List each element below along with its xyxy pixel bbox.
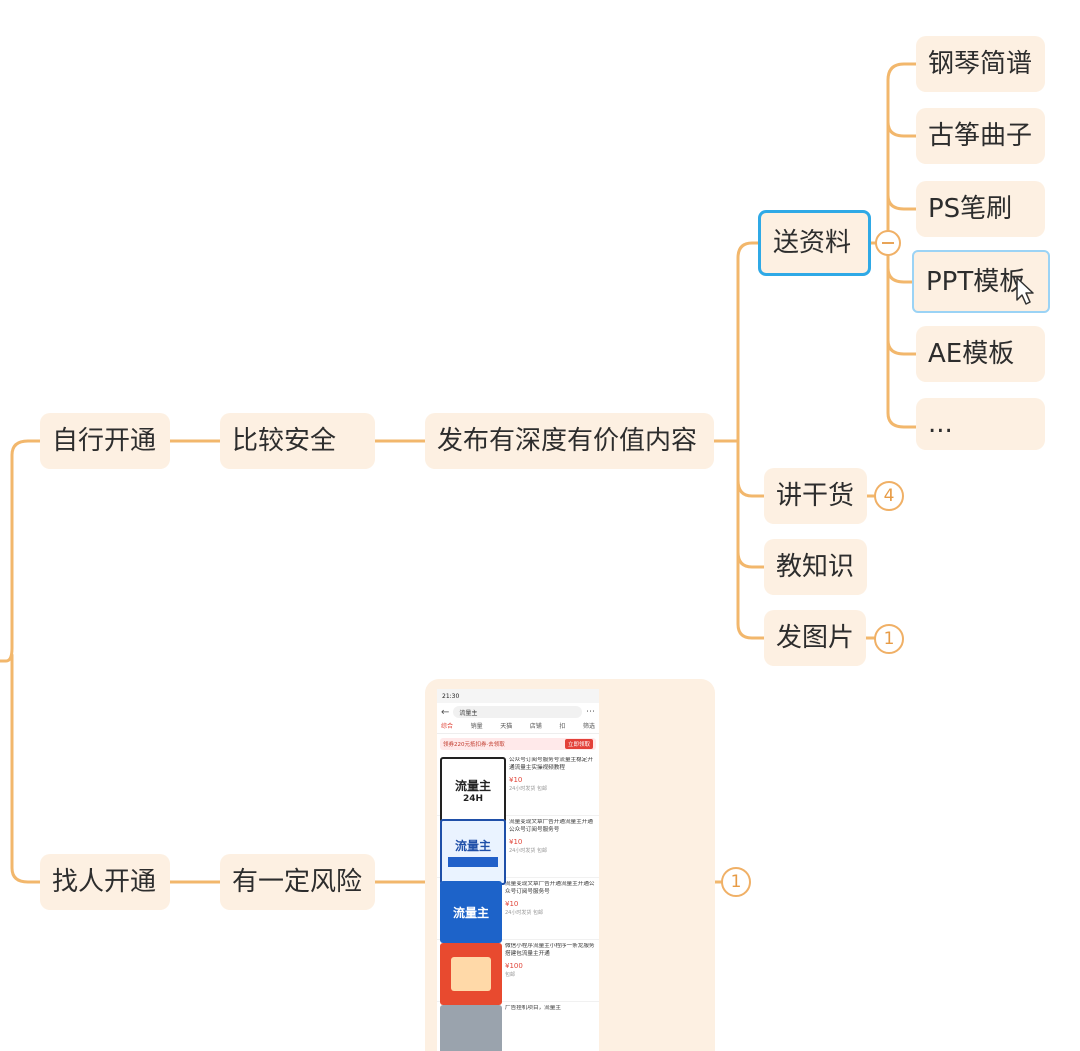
connector-to-ae: [886, 338, 918, 356]
node-piano[interactable]: 钢琴简谱: [916, 36, 1045, 92]
phone-promo-text: 领券220元抵扣券·去领取: [443, 742, 505, 748]
product-info: 公众号订阅号服务号流量主稳定开通流量主实操视频教程 ¥10 24小时发货 包邮: [509, 757, 596, 812]
node-more[interactable]: ...: [916, 398, 1045, 450]
product-thumbnail: 流量主: [440, 819, 506, 885]
connector-root-down: [10, 653, 42, 884]
product-price: ¥10: [509, 776, 523, 785]
node-image-card[interactable]: 21:30 ← 流量主 ⋯ 综合 销量 天猫 店铺 扣 筛选 领券220元抵扣券…: [425, 679, 715, 1051]
product-sub: 24小时发货 包邮: [505, 909, 543, 916]
phone-tab: 综合: [441, 723, 454, 730]
node-dry-goods[interactable]: 讲干货: [764, 468, 867, 524]
phone-tab: 天猫: [500, 723, 513, 730]
node-find-people[interactable]: 找人开通: [40, 854, 170, 910]
connector-resources-vertical: [886, 62, 918, 429]
node-risky[interactable]: 有一定风险: [220, 854, 375, 910]
phone-status-time: 21:30: [442, 692, 460, 700]
product-title: 流量变现文章广告开通流量主开通公众号订阅号服务号: [509, 819, 593, 833]
product-info: 流量变现文章广告开通流量主开通公众号订阅号服务号 ¥10 24小时发货 包邮: [505, 881, 596, 936]
phone-tab: 筛选: [582, 723, 595, 730]
thumbnail-decor: [451, 957, 491, 991]
product-thumbnail: 流量主 24H: [440, 757, 506, 823]
phone-tab: 销量: [470, 723, 483, 730]
node-ps-brush[interactable]: PS笔刷: [916, 181, 1045, 237]
connector-to-ps: [886, 193, 918, 211]
connector-publish-vertical: [736, 241, 766, 640]
thumbnail-decor: [448, 857, 498, 867]
node-safer[interactable]: 比较安全: [220, 413, 375, 469]
node-publish[interactable]: 发布有深度有价值内容: [425, 413, 714, 469]
node-self-open[interactable]: 自行开通: [40, 413, 170, 469]
product-info: 广告挂机项目，流量主: [505, 1005, 596, 1051]
thumbnail-label: 流量主: [454, 839, 491, 853]
phone-list-item: 广告挂机项目，流量主: [437, 1002, 599, 1051]
count-badge-post-images[interactable]: 1: [874, 624, 904, 654]
thumbnail-label: 流量主: [454, 778, 491, 793]
count-badge-dry-goods[interactable]: 4: [874, 481, 904, 511]
product-price: ¥10: [505, 900, 519, 909]
product-sub: 24小时发货 包邮: [509, 847, 547, 854]
product-thumbnail: [440, 943, 502, 1005]
product-title: 广告挂机项目，流量主: [505, 1005, 561, 1011]
phone-tab: 店铺: [529, 723, 542, 730]
phone-list-item: 流量主 流量变现文章广告开通流量主开通公众号订阅号服务号 ¥10 24小时发货 …: [437, 878, 599, 943]
connector-to-guzheng: [886, 120, 918, 138]
product-thumbnail: [440, 1005, 502, 1051]
mouse-pointer-icon: [1016, 277, 1034, 305]
collapse-button[interactable]: [875, 230, 901, 256]
connector-to-dry-goods: [736, 478, 766, 498]
phone-promo-button: 立即领取: [564, 739, 593, 749]
node-give-resources[interactable]: 送资料: [758, 210, 871, 276]
connector-root: [0, 439, 42, 663]
node-guzheng[interactable]: 古筝曲子: [916, 108, 1045, 164]
phone-status-bar: 21:30: [437, 689, 599, 703]
product-title: 微信小程序流量主小程序一条龙服务搭建包流量主开通: [505, 943, 595, 957]
phone-search-bar: ← 流量主 ⋯: [437, 703, 599, 721]
product-price: ¥10: [509, 838, 523, 847]
count-badge-image[interactable]: 1: [721, 867, 751, 897]
node-post-images[interactable]: 发图片: [764, 610, 866, 666]
product-sub: 包邮: [505, 971, 516, 978]
product-info: 微信小程序流量主小程序一条龙服务搭建包流量主开通 ¥100 包邮: [505, 943, 596, 998]
product-sub: 24小时发货 包邮: [509, 785, 547, 792]
thumbnail-label: 流量主: [452, 905, 489, 920]
phone-search-box: 流量主: [453, 706, 582, 718]
product-thumbnail: 流量主: [440, 881, 502, 943]
connector-to-ppt: [886, 266, 914, 284]
thumbnail-decor: 24H: [462, 793, 484, 804]
product-info: 流量变现文章广告开通流量主开通公众号订阅号服务号 ¥10 24小时发货 包邮: [509, 819, 596, 874]
connector-to-teach: [736, 550, 766, 569]
more-icon: ⋯: [586, 707, 595, 717]
phone-list-item: 流量主 24H 公众号订阅号服务号流量主稳定开通流量主实操视频教程 ¥10 24…: [437, 754, 599, 823]
back-arrow-icon: ←: [441, 706, 450, 718]
phone-tab: 扣: [559, 723, 566, 730]
phone-promo-banner: 领券220元抵扣券·去领取 立即领取: [440, 738, 596, 750]
product-title: 流量变现文章广告开通流量主开通公众号订阅号服务号: [505, 881, 595, 895]
phone-tabs: 综合 销量 天猫 店铺 扣 筛选: [437, 721, 599, 734]
product-price: ¥100: [505, 962, 523, 971]
node-ae[interactable]: AE模板: [916, 326, 1045, 382]
node-teach[interactable]: 教知识: [764, 539, 867, 595]
phone-list-item: 微信小程序流量主小程序一条龙服务搭建包流量主开通 ¥100 包邮: [437, 940, 599, 1005]
phone-list-item: 流量主 流量变现文章广告开通流量主开通公众号订阅号服务号 ¥10 24小时发货 …: [437, 816, 599, 885]
phone-screenshot: 21:30 ← 流量主 ⋯ 综合 销量 天猫 店铺 扣 筛选 领券220元抵扣券…: [437, 689, 599, 1051]
product-title: 公众号订阅号服务号流量主稳定开通流量主实操视频教程: [509, 757, 593, 771]
